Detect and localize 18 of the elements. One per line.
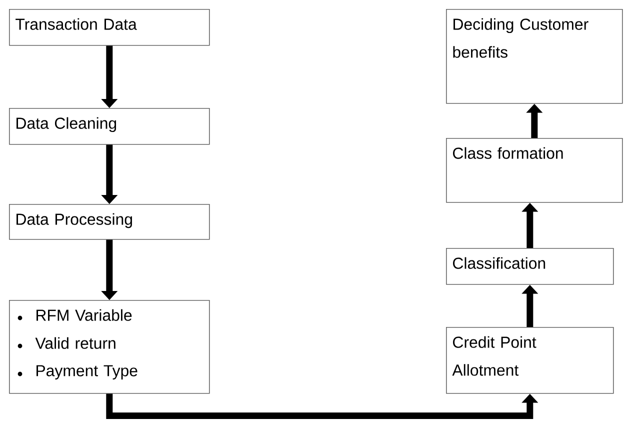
process-box xyxy=(446,138,623,203)
box-label: Credit Point Allotment xyxy=(452,336,536,376)
process-box xyxy=(9,108,210,145)
process-box xyxy=(9,300,210,394)
process-box xyxy=(9,9,210,46)
process-box xyxy=(9,204,210,240)
box-label: Data Cleaning xyxy=(16,117,116,132)
list-item: RFM Variable xyxy=(36,309,132,321)
process-box xyxy=(446,9,623,104)
box-label: Deciding Customer benefits xyxy=(453,18,588,58)
box-label: Transaction Data xyxy=(16,18,137,30)
list-item: Payment Type xyxy=(36,365,138,380)
process-box xyxy=(446,327,614,394)
box-label: Class formation xyxy=(453,147,563,159)
box-label: Classification xyxy=(453,257,546,269)
list-item: Valid return xyxy=(35,337,116,349)
process-box xyxy=(446,248,614,285)
box-label: Data Processing xyxy=(16,213,132,228)
